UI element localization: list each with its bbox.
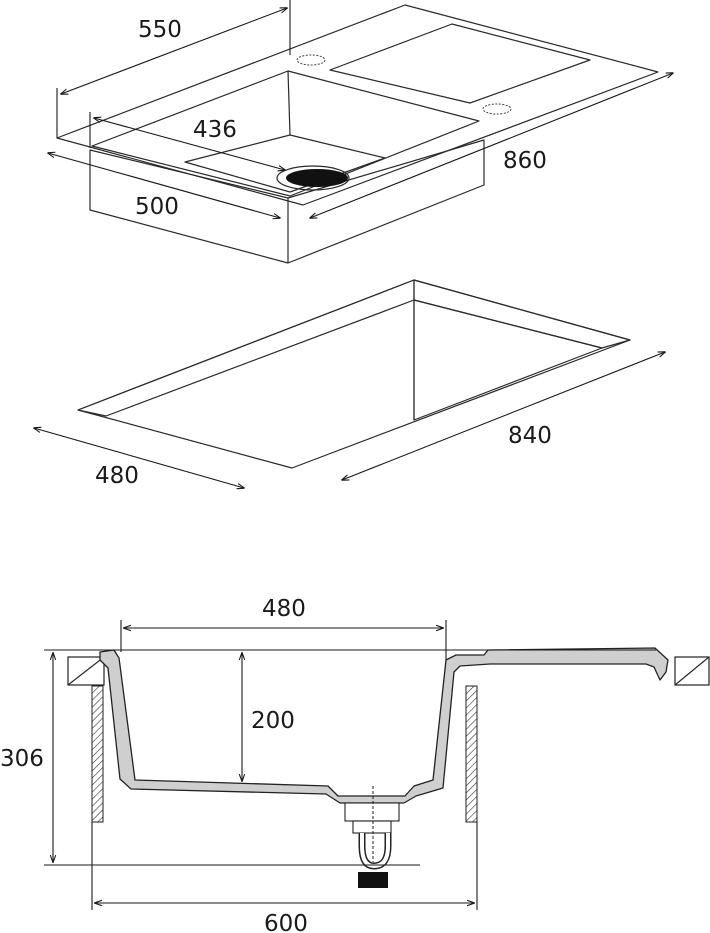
dimension-306: 306 bbox=[0, 653, 420, 866]
worktop-cutout-view: 840 480 bbox=[34, 279, 665, 489]
dimension-840: 840 bbox=[342, 352, 665, 480]
waste-outlet bbox=[358, 872, 388, 888]
dimension-200: 200 bbox=[44, 649, 656, 781]
cutout-wall-back-right bbox=[413, 279, 631, 349]
sink-isometric-view: 550 436 500 860 bbox=[48, 0, 673, 264]
dim-label-480-cutout: 480 bbox=[95, 463, 139, 489]
dim-label-436: 436 bbox=[193, 117, 237, 143]
sink-section-view: 480 200 306 600 bbox=[0, 596, 710, 933]
cutout-wall-back-left bbox=[77, 279, 415, 417]
tap-hole-icon bbox=[296, 54, 326, 66]
drain-assembly bbox=[344, 786, 400, 888]
drain-hole-inner bbox=[286, 169, 348, 187]
dim-label-840: 840 bbox=[508, 423, 552, 449]
dimension-860: 860 bbox=[310, 73, 673, 218]
bowl-floor bbox=[184, 134, 386, 193]
dim-label-306: 306 bbox=[0, 746, 44, 772]
cutout-inner-wall bbox=[413, 299, 603, 421]
dimension-500: 500 bbox=[48, 153, 280, 220]
dim-label-200: 200 bbox=[251, 708, 295, 734]
cabinet-side-right bbox=[465, 685, 478, 823]
dimension-480-cutout: 480 bbox=[34, 428, 244, 489]
dim-label-550: 550 bbox=[138, 17, 182, 43]
dimension-600: 600 bbox=[91, 822, 478, 933]
sink-section-profile bbox=[99, 647, 669, 804]
strainer-neck bbox=[352, 820, 392, 834]
cabinet-side-left bbox=[91, 685, 104, 823]
tap-hole-icon bbox=[482, 103, 512, 115]
drainer-area bbox=[329, 23, 591, 104]
dimension-480-section: 480 bbox=[120, 596, 447, 660]
strainer-body bbox=[344, 802, 400, 822]
dim-label-600: 600 bbox=[264, 911, 308, 933]
dimension-550: 550 bbox=[56, 0, 291, 138]
dim-label-480-section: 480 bbox=[262, 596, 306, 622]
dim-label-500: 500 bbox=[135, 194, 179, 220]
dim-label-860: 860 bbox=[503, 148, 547, 174]
